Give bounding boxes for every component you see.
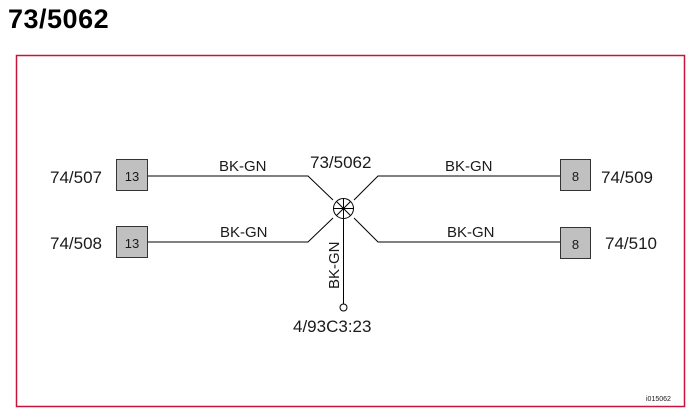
wire-top-left bbox=[147, 175, 334, 201]
page-title: 73/5062 bbox=[8, 4, 110, 34]
connector-74-508: 13 bbox=[116, 226, 148, 258]
splice-id-label: 73/5062 bbox=[310, 153, 371, 172]
ground-point-terminal bbox=[339, 303, 348, 312]
wire-label-bottom-left: BK-GN bbox=[220, 224, 268, 241]
wire-label-top-left: BK-GN bbox=[219, 158, 267, 175]
wire-label-down: BK-GN bbox=[326, 241, 343, 289]
connector-pin-label: 8 bbox=[572, 169, 579, 184]
connector-74-507: 13 bbox=[116, 159, 148, 191]
connector-box bbox=[116, 159, 148, 191]
wire-bottom-left bbox=[147, 217, 334, 243]
connector-pin-label: 8 bbox=[572, 237, 579, 252]
wire-label-bottom-right: BK-GN bbox=[447, 224, 495, 241]
connector-box bbox=[560, 227, 591, 259]
connector-id-74-509: 74/509 bbox=[601, 168, 653, 187]
connector-pin-label: 13 bbox=[125, 169, 139, 184]
connector-pin-label: 13 bbox=[125, 236, 139, 251]
wire-label-top-right: BK-GN bbox=[445, 158, 493, 175]
ground-point-label: 4/93C3:23 bbox=[293, 317, 371, 336]
connector-74-510: 8 bbox=[560, 227, 591, 259]
diagram-frame bbox=[15, 54, 686, 408]
connector-box bbox=[116, 226, 148, 258]
connector-box bbox=[560, 159, 591, 191]
wire-bottom-right bbox=[353, 217, 560, 243]
splice-symbol bbox=[333, 198, 354, 219]
connector-id-74-510: 74/510 bbox=[605, 234, 657, 253]
wires bbox=[147, 175, 560, 304]
connector-id-74-508: 74/508 bbox=[50, 234, 102, 253]
connector-74-509: 8 bbox=[560, 159, 591, 191]
wire-top-right bbox=[353, 175, 560, 201]
image-code-label: i015062 bbox=[646, 396, 671, 403]
connector-id-74-507: 74/507 bbox=[50, 168, 102, 187]
